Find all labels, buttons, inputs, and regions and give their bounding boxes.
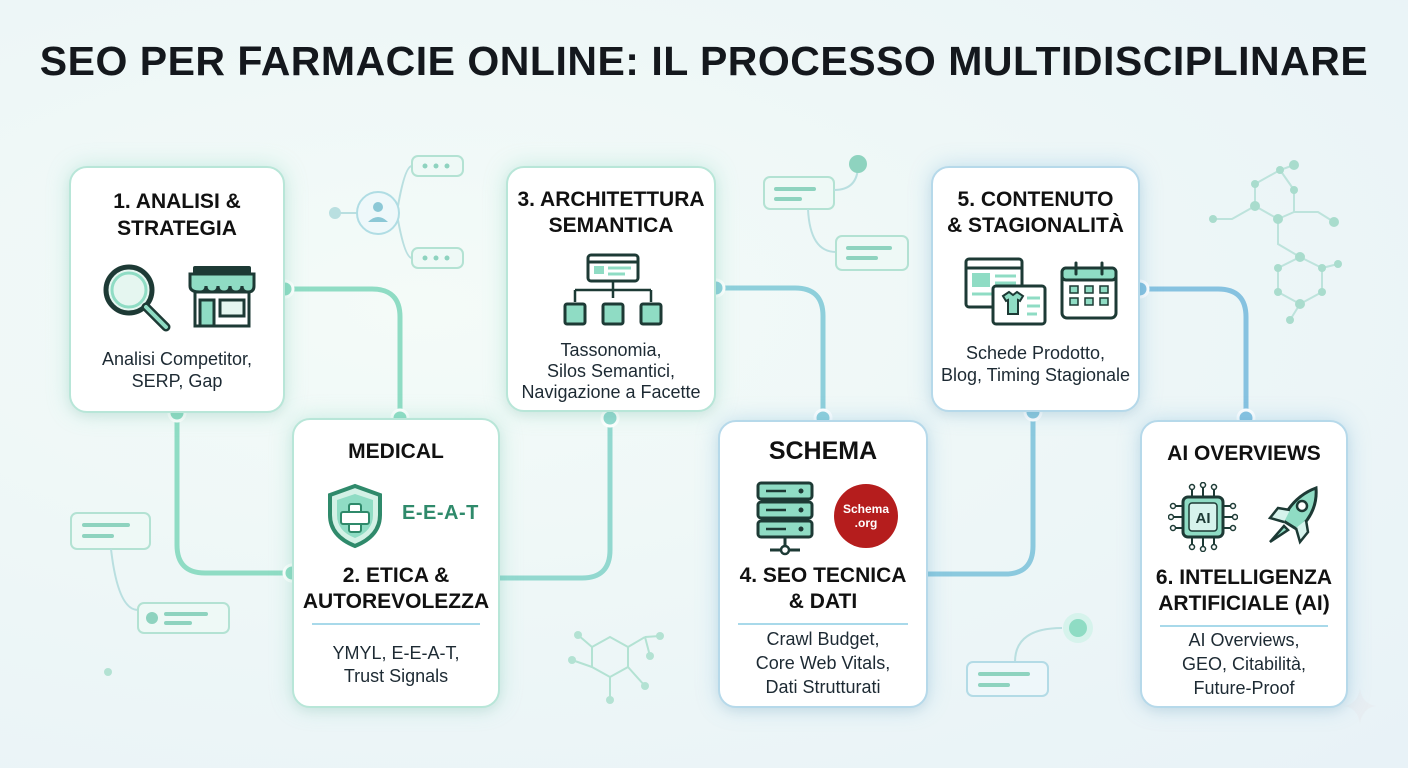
molecule-decor-bottom bbox=[571, 634, 661, 700]
connector-1-2-top bbox=[282, 286, 403, 423]
step-2-heading-line-2: AUTOREVOLEZZA bbox=[302, 590, 490, 613]
step-3-desc-line-2: Silos Semantici, bbox=[546, 361, 676, 381]
step-2-heading-line-1: 2. ETICA & bbox=[342, 564, 450, 587]
text-snippet-decor bbox=[763, 164, 909, 271]
svg-text:AI: AI bbox=[1196, 510, 1211, 527]
divider bbox=[1160, 625, 1328, 627]
rocket-icon bbox=[1267, 485, 1318, 545]
step-4-badge: SCHEMA bbox=[768, 437, 878, 465]
step-4-desc-line-1: Crawl Budget, bbox=[766, 629, 880, 649]
schema-org-logo: Schema .org bbox=[834, 484, 898, 548]
page-title: SEO PER FARMACIE ONLINE: IL PROCESSO MUL… bbox=[39, 38, 1369, 84]
step-6-desc-line-3: Future-Proof bbox=[1193, 678, 1295, 698]
step-5-heading-line-1: 5. CONTENUTO bbox=[957, 188, 1114, 211]
step-6-badge: AI OVERVIEWS bbox=[1167, 442, 1321, 465]
magnifier-icon bbox=[103, 264, 171, 332]
connector-3-4 bbox=[713, 285, 826, 423]
step-3-heading-line-1: 3. ARCHITETTURA bbox=[517, 188, 705, 211]
step-6-heading-line-2: ARTIFICIALE (AI) bbox=[1158, 592, 1330, 615]
step-5-desc-line-1: Schede Prodotto, bbox=[965, 343, 1106, 363]
connector-5-6 bbox=[1137, 286, 1249, 423]
divider bbox=[312, 623, 480, 625]
step-6-desc-line-1: AI Overviews, bbox=[1188, 630, 1300, 650]
left-snippet-decor bbox=[70, 512, 230, 634]
divider bbox=[738, 623, 908, 625]
step-2-desc-line-1: YMYL, E-E-A-T, bbox=[332, 643, 460, 663]
calendar-icon bbox=[1060, 261, 1118, 320]
step-5-heading-line-2: & STAGIONALITÀ bbox=[947, 214, 1124, 237]
user-network-decor bbox=[329, 155, 464, 269]
step-2-badge: MEDICAL bbox=[348, 440, 444, 463]
connector-4-5 bbox=[925, 409, 1036, 577]
ai-chip-icon: AI bbox=[1168, 482, 1238, 552]
schema-org-logo-line-1: Schema bbox=[842, 502, 890, 516]
medical-shield-icon bbox=[328, 483, 382, 549]
step-card-2: MEDICAL E-E-A-T 2. ETICA & AUTOREVOLEZZA… bbox=[292, 418, 500, 708]
connector-1-2-bottom bbox=[174, 410, 295, 576]
step-2-desc-line-2: Trust Signals bbox=[343, 666, 449, 686]
site-hierarchy-icon bbox=[563, 253, 663, 326]
step-1-desc-line-2: SERP, Gap bbox=[131, 371, 223, 391]
step-1-desc-line-1: Analisi Competitor, bbox=[101, 349, 253, 369]
right-snippet-decor bbox=[966, 627, 1063, 697]
connector-2-3 bbox=[497, 415, 613, 581]
step-5-desc-line-2: Blog, Timing Stagionale bbox=[940, 365, 1131, 385]
step-1-heading-line-2: STRATEGIA bbox=[117, 217, 237, 240]
step-4-heading-line-1: 4. SEO TECNICA bbox=[739, 564, 907, 587]
step-card-3: 3. ARCHITETTURA SEMANTICA Tassonomia, Si… bbox=[506, 166, 716, 412]
step-6-heading-line-1: 6. INTELLIGENZA bbox=[1155, 566, 1333, 589]
step-3-heading-line-2: SEMANTICA bbox=[548, 214, 674, 237]
step-4-heading-line-2: & DATI bbox=[788, 590, 858, 613]
step-card-1: 1. ANALISI & STRATEGIA Analisi Competito… bbox=[69, 166, 285, 413]
step-3-desc-line-3: Navigazione a Facette bbox=[521, 382, 701, 402]
product-page-icon bbox=[964, 257, 1047, 326]
schema-org-logo-line-2: .org bbox=[854, 516, 878, 530]
step-1-heading-line-1: 1. ANALISI & bbox=[113, 190, 241, 213]
connector-node bbox=[600, 408, 620, 428]
molecule-decor-top bbox=[1213, 164, 1339, 321]
step-card-5: 5. CONTENUTO & STAGIONALITÀ Schede Prodo… bbox=[931, 166, 1140, 412]
eeat-tag: E-E-A-T bbox=[402, 502, 479, 524]
storefront-icon bbox=[188, 266, 256, 328]
step-card-4: SCHEMA Schema .org 4. SEO TECNICA & DATI… bbox=[718, 420, 928, 708]
sparkle-decor bbox=[1344, 688, 1376, 724]
step-4-desc-line-3: Dati Strutturati bbox=[765, 677, 881, 697]
server-stack-icon bbox=[756, 481, 814, 556]
step-3-desc-line-1: Tassonomia, bbox=[560, 340, 662, 360]
step-4-desc-line-2: Core Web Vitals, bbox=[755, 653, 891, 673]
step-6-desc-line-2: GEO, Citabilità, bbox=[1181, 654, 1307, 674]
step-card-6: AI OVERVIEWS AI 6. INTELLIGENZA ARTIFICI… bbox=[1140, 420, 1348, 708]
